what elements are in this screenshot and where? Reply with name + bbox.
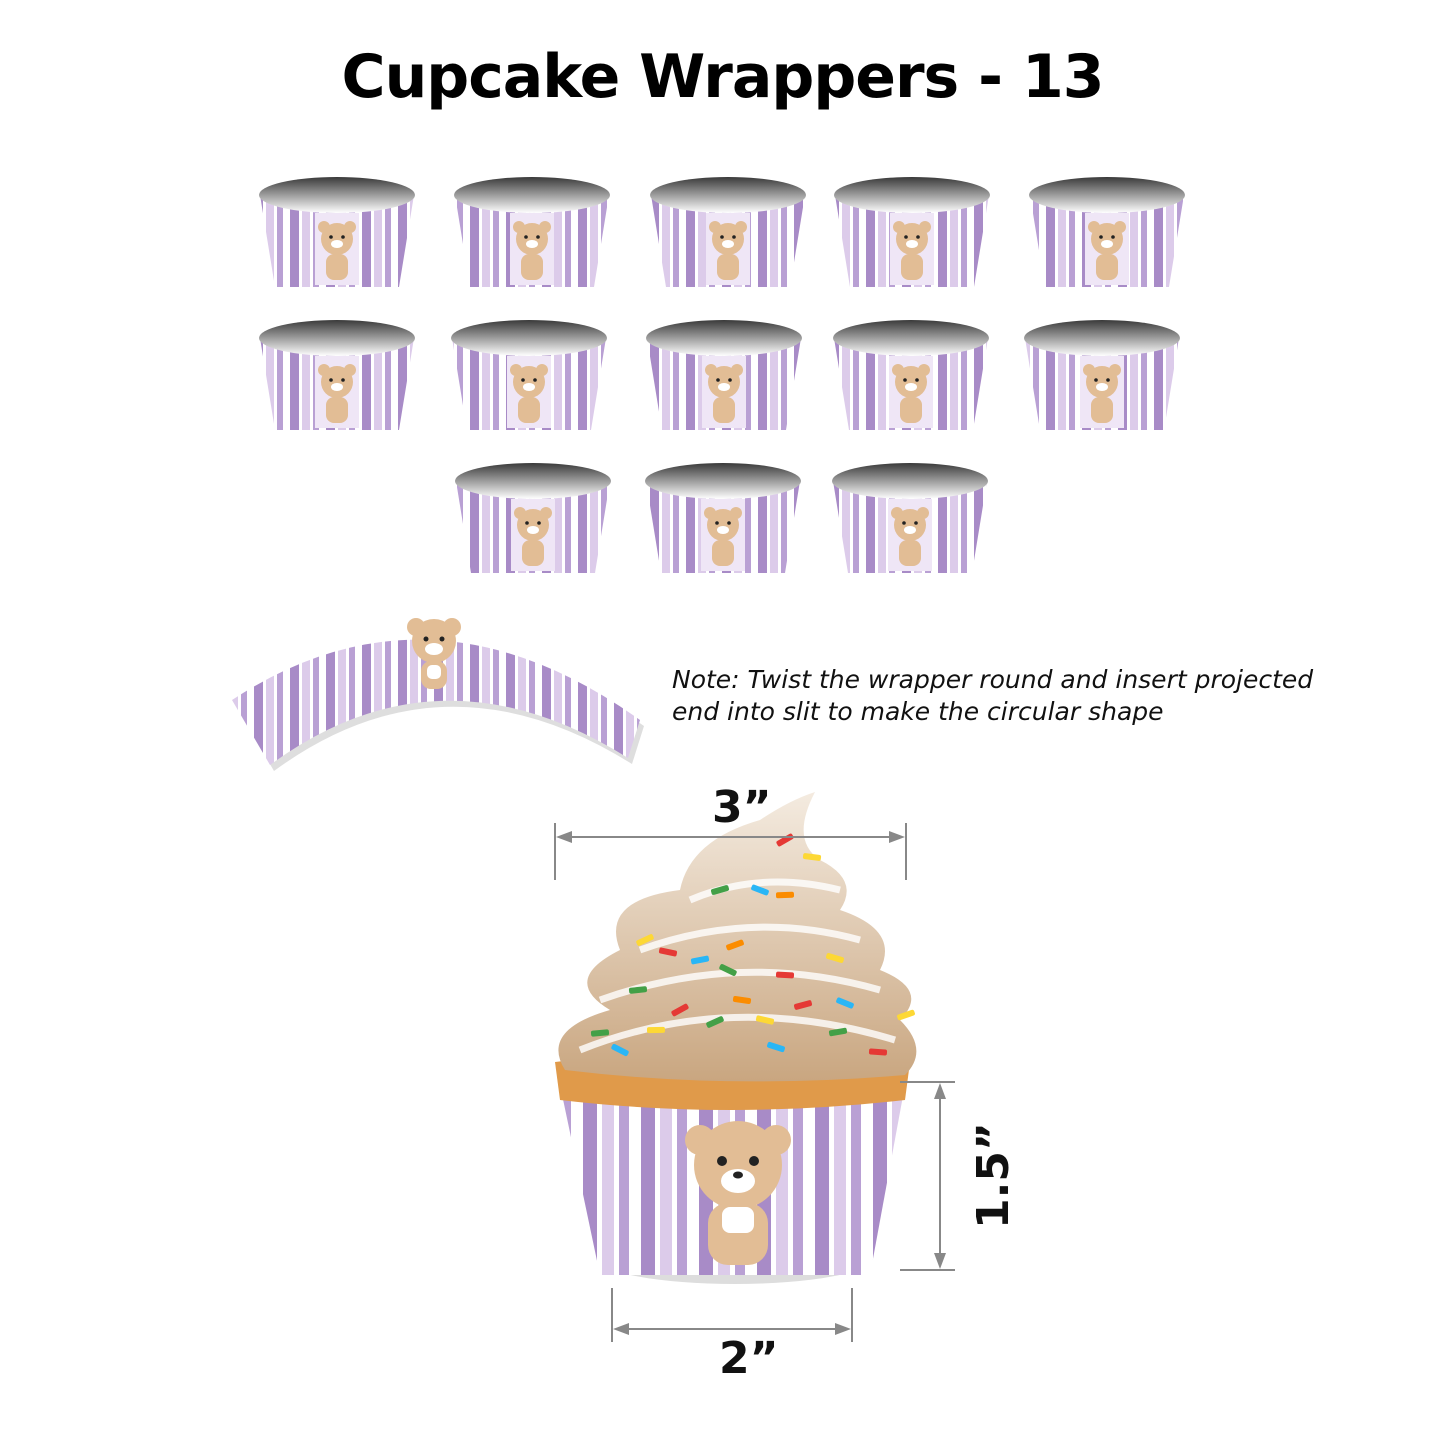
bear-icon [891, 507, 929, 566]
wrapper-bear-with-star-on-cloud [259, 320, 415, 430]
wrapper-grid [259, 177, 1185, 573]
sprinkle [732, 996, 752, 1004]
sprinkle [836, 997, 854, 1009]
sprinkle [671, 1003, 689, 1017]
sprinkle [826, 952, 844, 964]
sprinkle [897, 1009, 915, 1021]
bear-icon [1088, 221, 1126, 280]
sprinkle [628, 986, 648, 994]
wrapper-bear-with-gift [645, 463, 801, 573]
wrapper-sleepy-bear-nightcap [646, 320, 802, 430]
bear-icon [318, 364, 356, 423]
sprinkle [658, 947, 678, 957]
sprinkle [710, 885, 730, 895]
sprinkle [751, 884, 769, 896]
sprinkle [775, 891, 795, 899]
wrapper-standing-bear [833, 320, 989, 430]
sprinkle [590, 1029, 610, 1037]
wrapper-bear-with-gift [1024, 320, 1180, 430]
wrapper-bear-with-star-on-cloud [1029, 177, 1185, 287]
bear-icon [705, 364, 743, 423]
sprinkle [828, 1027, 848, 1037]
sprinkle [755, 1015, 775, 1025]
bear-icon [510, 364, 548, 423]
dimension-bottom-width: 2” [719, 1333, 779, 1384]
bear-icon [514, 507, 552, 566]
page-title: Cupcake Wrappers - 13 [341, 42, 1105, 112]
bear-icon [513, 221, 551, 280]
sprinkle [611, 1043, 629, 1057]
sprinkle [775, 971, 795, 979]
sprinkle [636, 934, 654, 946]
cupcake-diagram [554, 792, 955, 1342]
flat-wrapper-template [232, 618, 644, 771]
bear-icon [1083, 364, 1121, 423]
wrapper-bear-on-rainbow [454, 177, 610, 287]
dimension-height: 1.5” [967, 1122, 1019, 1229]
sprinkle [767, 1041, 785, 1053]
bear-icon [709, 221, 747, 280]
sprinkle [802, 853, 822, 861]
bear-icon [685, 1121, 791, 1265]
wrapper-standing-bear [455, 463, 611, 573]
sprinkle [646, 1026, 666, 1034]
note-line-2: end into slit to make the circular shape [672, 697, 1164, 726]
wrapper-sleepy-bear-nightcap [650, 177, 806, 287]
dimension-top-width: 3” [712, 782, 772, 833]
wrapper-bear-with-star-on-cloud [259, 177, 415, 287]
sprinkle [690, 955, 710, 965]
sprinkle [793, 1000, 813, 1010]
bear-icon [407, 618, 461, 689]
bear-icon [892, 364, 930, 423]
wrapper-standing-bear [834, 177, 990, 287]
dimension-lines [554, 823, 955, 1342]
sprinkle [706, 1016, 724, 1028]
sprinkle [868, 1048, 888, 1056]
bear-icon [704, 507, 742, 566]
assembly-note: Note: Twist the wrapper round and insert… [672, 664, 1313, 728]
wrapper-sleepy-bear-nightcap [832, 463, 988, 573]
sprinkle [719, 964, 737, 976]
bear-icon [893, 221, 931, 280]
bear-icon [318, 221, 356, 280]
sprinkle [726, 939, 744, 951]
note-line-1: Note: Twist the wrapper round and insert… [672, 665, 1314, 694]
wrapper-bear-on-rainbow [451, 320, 607, 430]
